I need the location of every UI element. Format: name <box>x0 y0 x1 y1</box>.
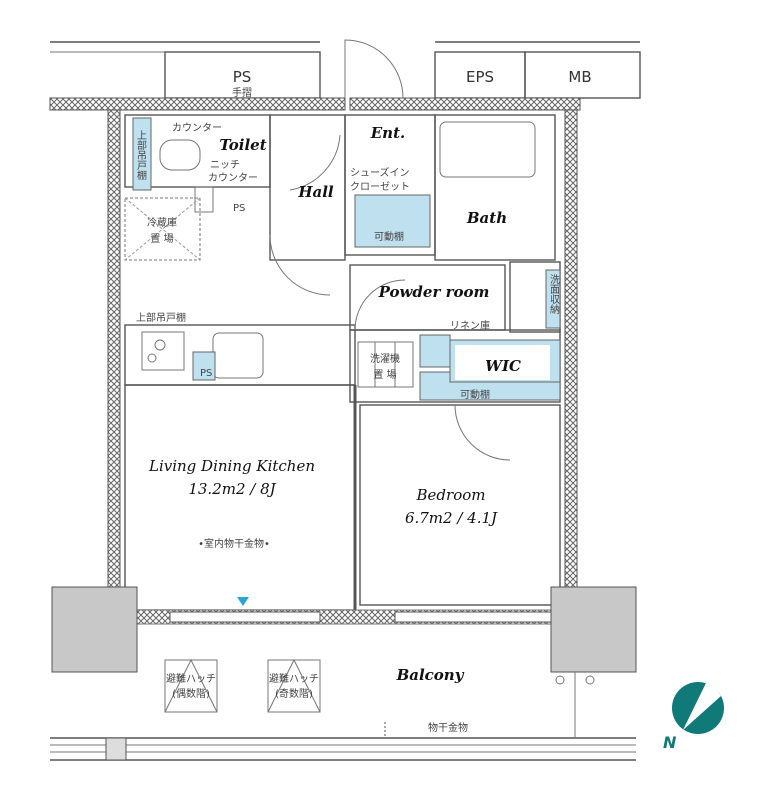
note-handrail: 手摺 <box>232 86 252 99</box>
escape-hatches <box>164 658 321 713</box>
note-hatch-odd-2: (奇数階) <box>275 687 313 700</box>
note-shoes-2: クローゼット <box>350 181 410 193</box>
exterior-walls <box>49 97 581 591</box>
north-label: N <box>663 733 677 752</box>
ps-label: PS <box>233 68 252 86</box>
note-hatch-odd-1: 避難ハッチ <box>269 672 319 685</box>
room-bedroom-area: 6.7m2 / 4.1J <box>405 509 498 527</box>
mb-shaft <box>524 51 641 99</box>
room-powder: Powder room <box>378 283 490 301</box>
mb-label: MB <box>568 68 591 86</box>
room-balcony: Balcony <box>396 666 465 684</box>
room-wic: WIC <box>485 357 521 375</box>
wic-label-bg <box>455 345 550 380</box>
column-right <box>550 586 637 673</box>
note-shoes-1: シューズイン <box>350 166 410 179</box>
room-ldk: Living Dining Kitchen <box>148 457 315 475</box>
note-niche-2: カウンター <box>208 172 258 184</box>
note-washer-2: 置 場 <box>373 368 396 381</box>
room-toilet: Toilet <box>219 136 266 154</box>
note-kitchen-ps: PS <box>200 368 212 379</box>
note-fridge-2: 置 場 <box>150 232 173 245</box>
room-bedroom: Bedroom <box>416 486 486 504</box>
note-kitchen-cabinet: 上部吊戸棚 <box>136 311 186 324</box>
note-niche-1: ニッチ <box>210 159 240 171</box>
note-movable-shelf-wic: 可動棚 <box>460 388 490 401</box>
note-hatch-even-1: 避難ハッチ <box>166 672 216 685</box>
balcony-windows <box>119 609 566 625</box>
balcony-railing <box>50 672 636 761</box>
toilet-fixture <box>159 139 201 171</box>
note-vanity-storage: 洗面収納 <box>548 274 560 315</box>
column-left <box>51 586 138 673</box>
note-counter: カウンター <box>172 122 222 134</box>
washer-spot <box>357 341 414 388</box>
room-ldk-area: 13.2m2 / 8J <box>188 480 276 498</box>
room-hall: Hall <box>297 183 334 201</box>
note-fridge-1: 冷蔵庫 <box>147 216 177 229</box>
entrance-door <box>344 39 404 99</box>
stove <box>141 331 185 371</box>
room-bath: Bath <box>466 209 507 227</box>
note-upper-cabinet: 上部吊戸棚 <box>135 130 147 181</box>
note-washer-1: 洗濯機 <box>370 352 400 365</box>
note-indoor-drying: •室内物干金物• <box>198 537 270 550</box>
note-inner-ps: PS <box>233 203 245 214</box>
note-hatch-even-2: (偶数階) <box>172 687 210 700</box>
eps-label: EPS <box>466 68 494 86</box>
window-marker-icon <box>237 597 249 606</box>
note-linen: リネン庫 <box>450 319 490 332</box>
note-drying-hardware: 物干金物 <box>428 721 468 734</box>
north-compass-icon <box>672 682 724 734</box>
note-movable-shelf-ent: 可動棚 <box>374 230 404 243</box>
sink <box>212 332 264 379</box>
interior-walls <box>124 114 561 611</box>
room-entrance: Ent. <box>370 124 406 142</box>
